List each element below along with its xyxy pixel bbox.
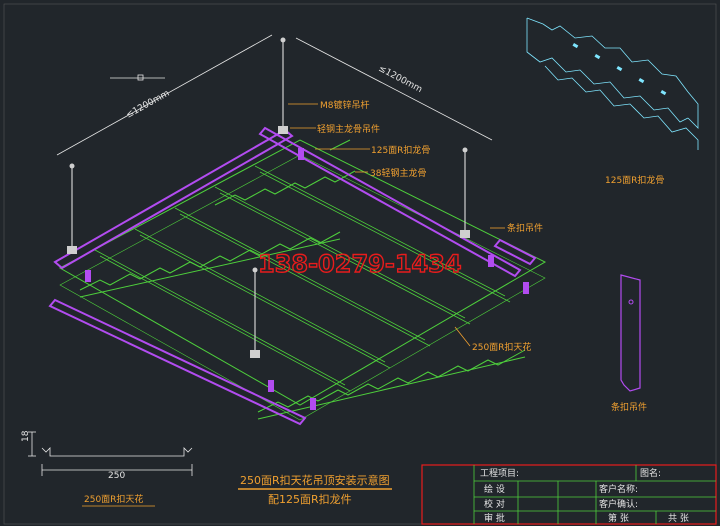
label-rod: M8镀锌吊杆 [320, 99, 370, 111]
title-block: 工程项目: 图名: 绘 设 校 对 审 批 客户名称: 客户确认: 第 张 共 … [421, 464, 717, 525]
tb-sheet: 第 张 [608, 512, 629, 524]
dim-left: ≤1200mm [125, 89, 172, 121]
label-main-keel: 38轻钢主龙骨 [370, 167, 426, 179]
tb-project: 工程项目: [480, 468, 519, 479]
drawing-title: 250面R扣天花吊顶安装示意图 配125面R扣龙件 [238, 473, 392, 506]
profile-width: 250 [108, 471, 125, 481]
tb-client: 客户名称: [599, 483, 638, 495]
profile-section: 18 250 250面R扣天花 [21, 430, 193, 507]
keel-125-bars [79, 139, 526, 420]
clips [85, 148, 529, 410]
rod-tops [69, 37, 468, 273]
drawing-frame [3, 3, 717, 525]
title-main: 250面R扣天花吊顶安装示意图 [240, 473, 390, 487]
tb-approve: 审 批 [484, 512, 505, 524]
main-keel-38 [48, 126, 537, 426]
tb-client-confirm: 客户确认: [599, 498, 638, 510]
label-ceiling-250: 250面R扣天花 [472, 341, 531, 353]
tb-check: 校 对 [484, 498, 505, 510]
ceiling-outline-lower [59, 154, 546, 421]
label-keel-125: 125面R扣龙骨 [371, 144, 430, 156]
hanger-pieces [67, 126, 470, 358]
hanger-rods [71, 42, 466, 352]
tb-draw: 绘 设 [484, 483, 505, 495]
ceiling-panels [94, 165, 511, 392]
label-clip: 条扣吊件 [507, 222, 543, 234]
dimension-lines [56, 34, 493, 156]
detail-clip-caption: 条扣吊件 [611, 401, 647, 413]
leaders [288, 103, 505, 347]
label-hanger: 轻钢主龙骨吊件 [317, 123, 380, 135]
tb-drawing-name: 图名: [640, 467, 661, 479]
ceiling-outline [58, 139, 547, 406]
detail-clip: 条扣吊件 [611, 274, 647, 413]
dim-right: ≤1200mm [377, 64, 424, 95]
detail-keel-caption: 125面R扣龙骨 [605, 174, 664, 186]
detail-keel: 125面R扣龙骨 [526, 17, 699, 186]
profile-caption: 250面R扣天花 [84, 493, 143, 505]
tb-total: 共 张 [668, 513, 689, 524]
profile-height: 18 [21, 430, 31, 442]
phone-watermark: 138-0279-1434 [258, 250, 462, 278]
ceiling-assembly: ≤1200mm ≤1200mm M8镀锌吊杆 轻钢主龙骨吊件 125面R扣龙骨 … [48, 34, 547, 426]
title-sub: 配125面R扣龙件 [268, 492, 352, 506]
